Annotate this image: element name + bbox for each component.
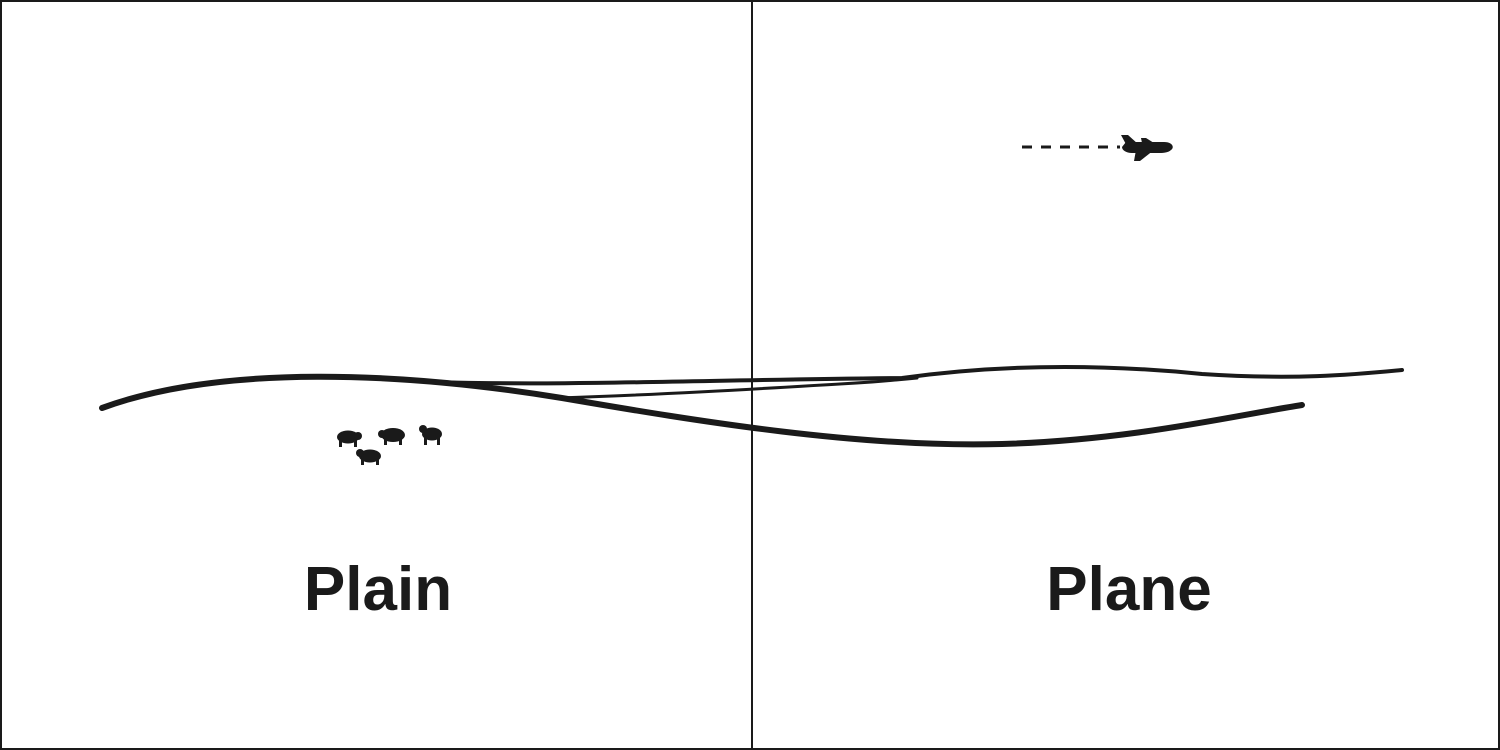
- word-plain: Plain: [303, 555, 453, 624]
- horizon-line-ridge: [555, 376, 919, 400]
- horizon-line-front: [99, 373, 1305, 448]
- sheep-icon: [419, 425, 442, 445]
- airplane-icon: [1121, 135, 1173, 161]
- horizon-line-back: [430, 364, 1404, 386]
- word-plane: Plane: [1046, 555, 1212, 624]
- airplane-group: [1022, 135, 1173, 161]
- horizon-lines: [99, 364, 1404, 448]
- sheep-icon: [337, 430, 362, 447]
- sheep-herd: [337, 425, 442, 465]
- sheep-icon: [378, 428, 405, 445]
- sheep-icon: [356, 449, 381, 465]
